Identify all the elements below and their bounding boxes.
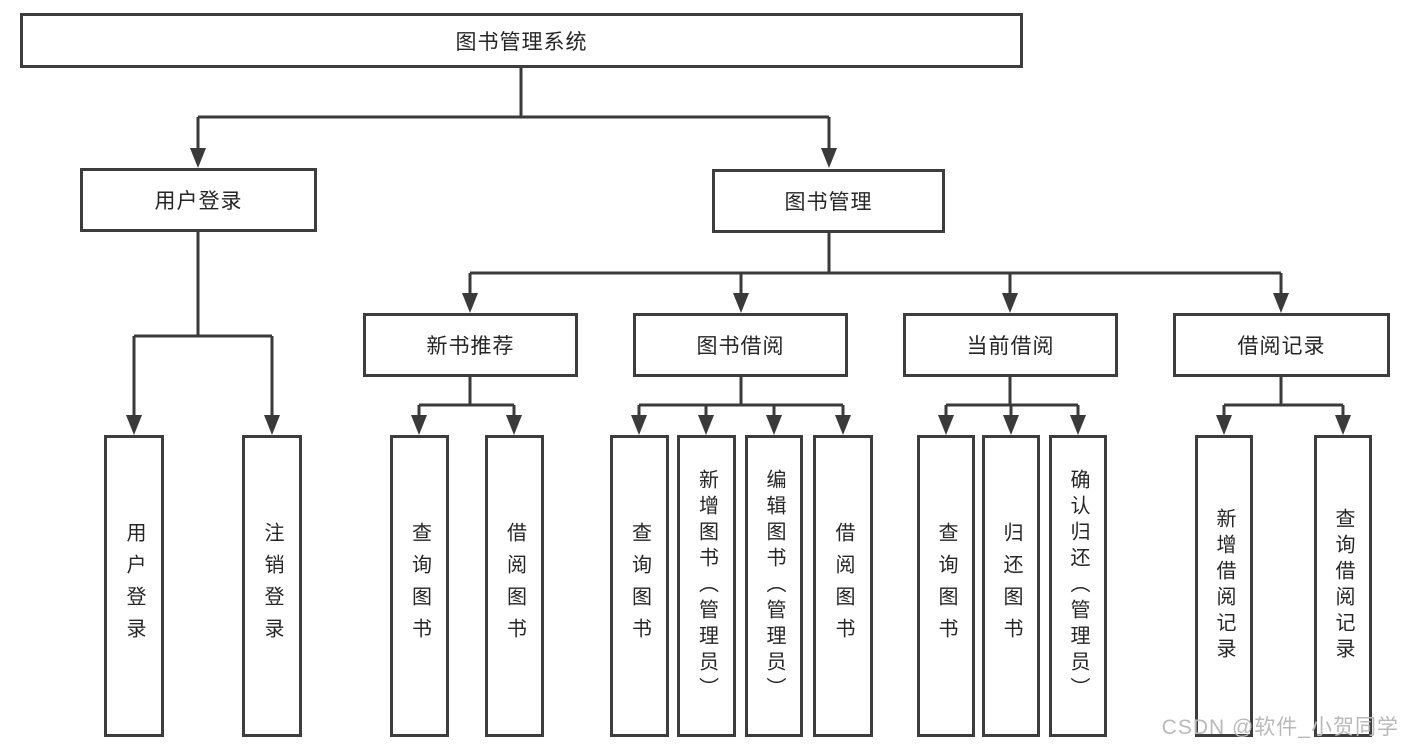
node-book-borrowing-label: 图书借阅	[696, 335, 785, 358]
node-borrow-records: 借阅记录	[1173, 313, 1390, 377]
leaf-logout-label: 注销登录	[261, 522, 283, 650]
leaf-logout: 注销登录	[242, 435, 302, 737]
leaf-user-login-label: 用户登录	[123, 522, 145, 650]
leaf-borrow-book-recommend: 借阅图书	[485, 435, 544, 737]
leaf-query-book-recommend-label: 查询图书	[408, 522, 431, 650]
leaf-add-book-admin: 新增图书（管理员）	[677, 435, 736, 737]
node-book-management-label: 图书管理	[784, 191, 873, 214]
leaf-confirm-return-admin-label: 确认归还（管理员）	[1067, 469, 1089, 703]
leaf-borrow-book-borrowing: 借阅图书	[813, 435, 873, 737]
node-root: 图书管理系统	[20, 13, 1023, 68]
node-new-book-recommend-label: 新书推荐	[426, 335, 515, 358]
leaf-confirm-return-admin: 确认归还（管理员）	[1049, 435, 1107, 737]
leaf-borrow-book-borrowing-label: 借阅图书	[832, 522, 854, 650]
node-book-borrowing: 图书借阅	[633, 313, 848, 377]
leaf-return-book: 归还图书	[982, 435, 1040, 737]
node-user-login: 用户登录	[80, 168, 317, 232]
leaf-query-borrow-record: 查询借阅记录	[1314, 435, 1372, 737]
node-book-management: 图书管理	[712, 169, 945, 233]
node-current-borrowing: 当前借阅	[903, 313, 1118, 377]
leaf-query-book-borrowing: 查询图书	[610, 435, 669, 737]
csdn-watermark: CSDN @软件_小贺同学	[1161, 716, 1399, 739]
node-root-label: 图书管理系统	[455, 30, 588, 54]
leaf-query-book-recommend: 查询图书	[390, 435, 449, 737]
leaf-add-borrow-record: 新增借阅记录	[1195, 435, 1253, 737]
node-borrow-records-label: 借阅记录	[1237, 335, 1326, 358]
leaf-return-book-label: 归还图书	[1000, 522, 1022, 650]
leaf-query-book-current-label: 查询图书	[935, 522, 957, 650]
leaf-query-borrow-record-label: 查询借阅记录	[1332, 508, 1354, 664]
leaf-add-book-admin-label: 新增图书（管理员）	[695, 469, 718, 703]
node-current-borrowing-label: 当前借阅	[966, 335, 1055, 358]
node-new-book-recommend: 新书推荐	[363, 313, 578, 377]
leaf-add-borrow-record-label: 新增借阅记录	[1213, 508, 1235, 664]
leaf-query-book-current: 查询图书	[917, 435, 975, 737]
leaf-edit-book-admin: 编辑图书（管理员）	[745, 435, 803, 737]
leaf-borrow-book-recommend-label: 借阅图书	[503, 522, 526, 650]
node-user-login-label: 用户登录	[154, 190, 243, 213]
leaf-query-book-borrowing-label: 查询图书	[628, 522, 651, 650]
leaf-user-login: 用户登录	[104, 435, 164, 737]
leaf-edit-book-admin-label: 编辑图书（管理员）	[763, 469, 785, 703]
